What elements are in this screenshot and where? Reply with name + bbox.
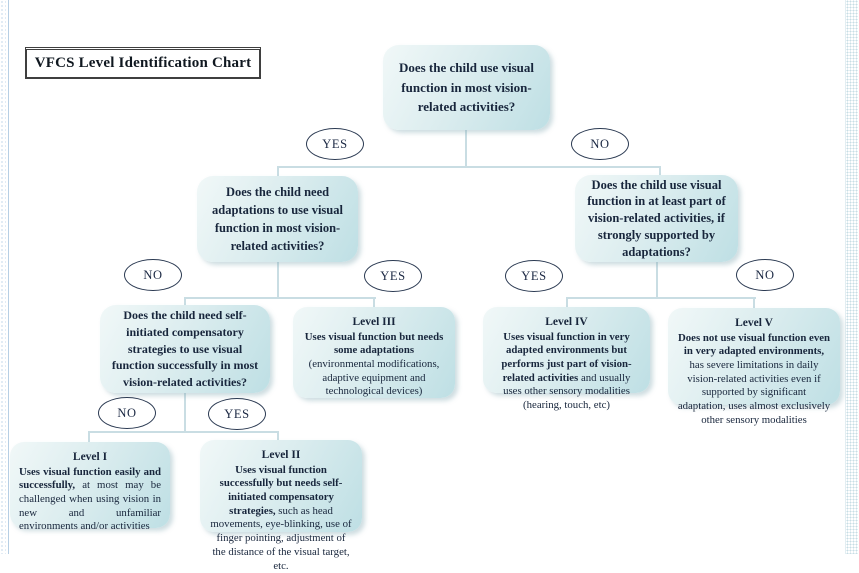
level-2-title: Level II — [261, 449, 301, 461]
level-3-node: Level III Uses visual function but needs… — [293, 307, 455, 398]
level-5-description: Does not use visual function even in ver… — [677, 332, 831, 428]
level-3-description: Uses visual function but needs some adap… — [302, 331, 446, 400]
connector-line — [566, 297, 568, 309]
decision-label-no: NO — [98, 397, 156, 429]
level-1-description: Uses visual function easily and successf… — [19, 466, 161, 535]
chart-title: VFCS Level Identification Chart — [25, 47, 261, 79]
decision-label-no: NO — [571, 128, 629, 160]
level-5-bold-text: Does not use visual function even in ver… — [677, 331, 831, 358]
connector-line — [373, 297, 375, 309]
level-4-node: Level IV Uses visual function in very ad… — [483, 307, 650, 411]
decision-label-yes: YES — [306, 128, 364, 160]
level-4-title: Level IV — [545, 316, 588, 328]
connector-line — [753, 297, 755, 310]
level-1-node: Level I Uses visual function easily and … — [10, 442, 170, 532]
question-node-compensatory-strategies: Does the child need self-initiated compe… — [100, 305, 270, 393]
level-1-bold-text: Uses visual function easily and successf… — [19, 465, 161, 492]
level-3-detail-text: (environmental modifications, adaptive e… — [308, 358, 440, 398]
level-3-title: Level III — [352, 316, 396, 328]
level-4-description: Uses visual function in very adapted env… — [492, 331, 641, 413]
level-2-bold-text: Uses visual function successfully but ne… — [219, 463, 343, 517]
connector-line — [656, 262, 658, 299]
decision-label-yes: YES — [208, 398, 266, 430]
connector-line — [277, 262, 279, 299]
connector-line — [277, 431, 279, 442]
left-edge-texture — [0, 0, 6, 554]
question-node-part-of-activities: Does the child use visual function in at… — [575, 175, 738, 262]
question-node-need-adaptations: Does the child need adaptations to use v… — [197, 176, 358, 262]
connector-line — [566, 297, 756, 299]
decision-label-yes: YES — [505, 260, 563, 292]
level-4-bold-text: Uses visual function in very adapted env… — [501, 330, 632, 384]
level-2-description: Uses visual function successfully but ne… — [209, 464, 353, 573]
level-3-bold-text: Uses visual function but needs some adap… — [304, 330, 444, 357]
connector-line — [184, 297, 186, 307]
level-2-node: Level II Uses visual function successful… — [200, 440, 362, 572]
level-5-node: Level V Does not use visual function eve… — [668, 308, 840, 426]
connector-line — [88, 431, 90, 444]
decision-label-no: NO — [736, 259, 794, 291]
connector-line — [184, 393, 186, 433]
left-edge-line — [8, 0, 9, 554]
connector-line — [277, 166, 279, 178]
level-5-title: Level V — [735, 317, 773, 329]
level-1-title: Level I — [72, 451, 108, 463]
level-5-detail-text: has severe limitations in daily vision-r… — [677, 359, 831, 426]
connector-line — [659, 166, 661, 177]
connector-line — [277, 166, 661, 168]
decision-label-yes: YES — [364, 260, 422, 292]
right-edge-texture — [845, 0, 858, 554]
question-node-root: Does the child use visual function in mo… — [383, 45, 550, 130]
level-1-detail-text: at most may be challenged when using vis… — [19, 479, 162, 533]
connector-line — [184, 297, 376, 299]
connector-line — [465, 130, 467, 168]
decision-label-no: NO — [124, 259, 182, 291]
level-4-detail-text: and usually uses other sensory modalitie… — [503, 371, 631, 412]
connector-line — [88, 431, 279, 433]
